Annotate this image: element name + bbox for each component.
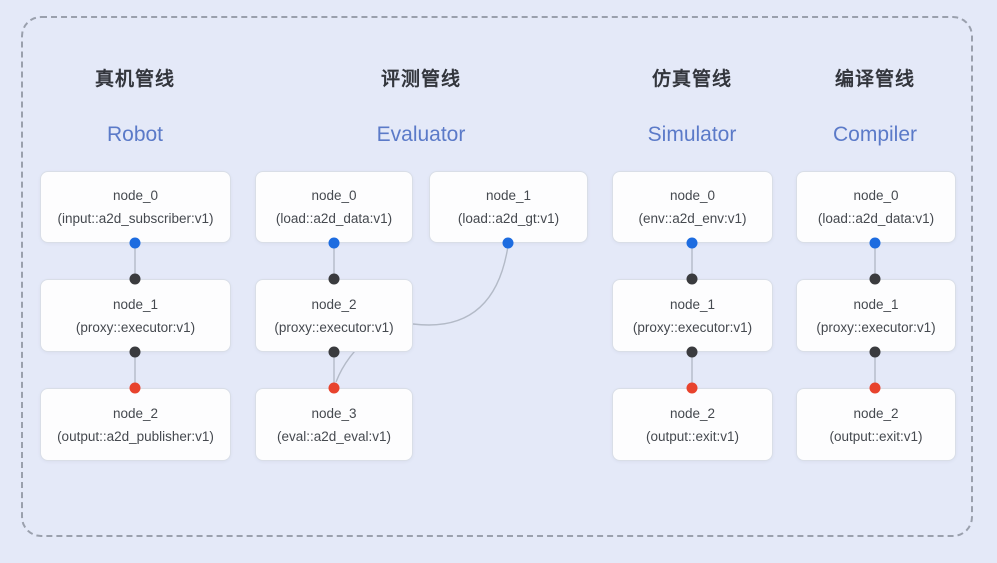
node-name: node_2 (311, 296, 357, 312)
node-type: (proxy::executor:v1) (816, 319, 936, 335)
node-robot-2: node_2 (output::a2d_publisher:v1) (40, 388, 231, 461)
node-type: (load::a2d_data:v1) (275, 211, 393, 226)
node-simulator-2: node_2 (output::exit:v1) (612, 388, 773, 461)
node-type: (proxy::executor:v1) (274, 319, 394, 335)
node-name: node_2 (669, 405, 716, 421)
node-type: (proxy::executor:v1) (632, 319, 753, 335)
node-simulator-0: node_0 (env::a2d_env:v1) (612, 171, 773, 243)
node-type: (proxy::executor:v1) (75, 319, 196, 335)
node-type: (output::exit:v1) (645, 428, 740, 444)
node-name: node_0 (112, 188, 159, 203)
node-evaluator-0: node_0 (load::a2d_data:v1) (255, 171, 413, 243)
node-evaluator-3: node_3 (eval::a2d_eval:v1) (255, 388, 413, 461)
node-name: node_0 (853, 188, 899, 203)
node-type: (input::a2d_subscriber:v1) (57, 211, 214, 226)
node-type: (load::a2d_gt:v1) (457, 211, 560, 226)
node-compiler-1: node_1 (proxy::executor:v1) (796, 279, 956, 352)
pipeline-title-en-simulator: Simulator (647, 123, 737, 146)
node-compiler-0: node_0 (load::a2d_data:v1) (796, 171, 956, 243)
node-name: node_0 (311, 188, 357, 203)
node-name: node_0 (669, 188, 716, 203)
pipeline-title-zh-simulator: 仿真管线 (651, 69, 733, 90)
node-name: node_2 (853, 405, 899, 421)
node-type: (load::a2d_data:v1) (817, 211, 935, 226)
pipeline-title-en-robot: Robot (106, 123, 164, 146)
node-evaluator-1: node_1 (load::a2d_gt:v1) (429, 171, 588, 243)
pipeline-title-zh-evaluator: 评测管线 (380, 69, 462, 90)
node-evaluator-2: node_2 (proxy::executor:v1) (255, 279, 413, 352)
node-name: node_1 (485, 188, 532, 203)
pipeline-title-zh-compiler: 编译管线 (834, 69, 916, 90)
node-compiler-2: node_2 (output::exit:v1) (796, 388, 956, 461)
node-type: (eval::a2d_eval:v1) (276, 428, 392, 444)
node-name: node_3 (311, 405, 357, 421)
node-type: (output::a2d_publisher:v1) (57, 428, 214, 444)
node-name: node_1 (112, 296, 159, 312)
node-robot-1: node_1 (proxy::executor:v1) (40, 279, 231, 352)
node-name: node_1 (853, 296, 899, 312)
node-name: node_2 (112, 405, 159, 421)
dashed-frame (21, 16, 973, 537)
node-type: (env::a2d_env:v1) (638, 211, 747, 226)
pipeline-title-en-compiler: Compiler (832, 123, 918, 146)
pipeline-title-en-evaluator: Evaluator (376, 123, 466, 146)
node-robot-0: node_0 (input::a2d_subscriber:v1) (40, 171, 231, 243)
pipeline-title-zh-robot: 真机管线 (94, 69, 176, 90)
node-type: (output::exit:v1) (829, 428, 923, 444)
node-simulator-1: node_1 (proxy::executor:v1) (612, 279, 773, 352)
node-name: node_1 (669, 296, 716, 312)
